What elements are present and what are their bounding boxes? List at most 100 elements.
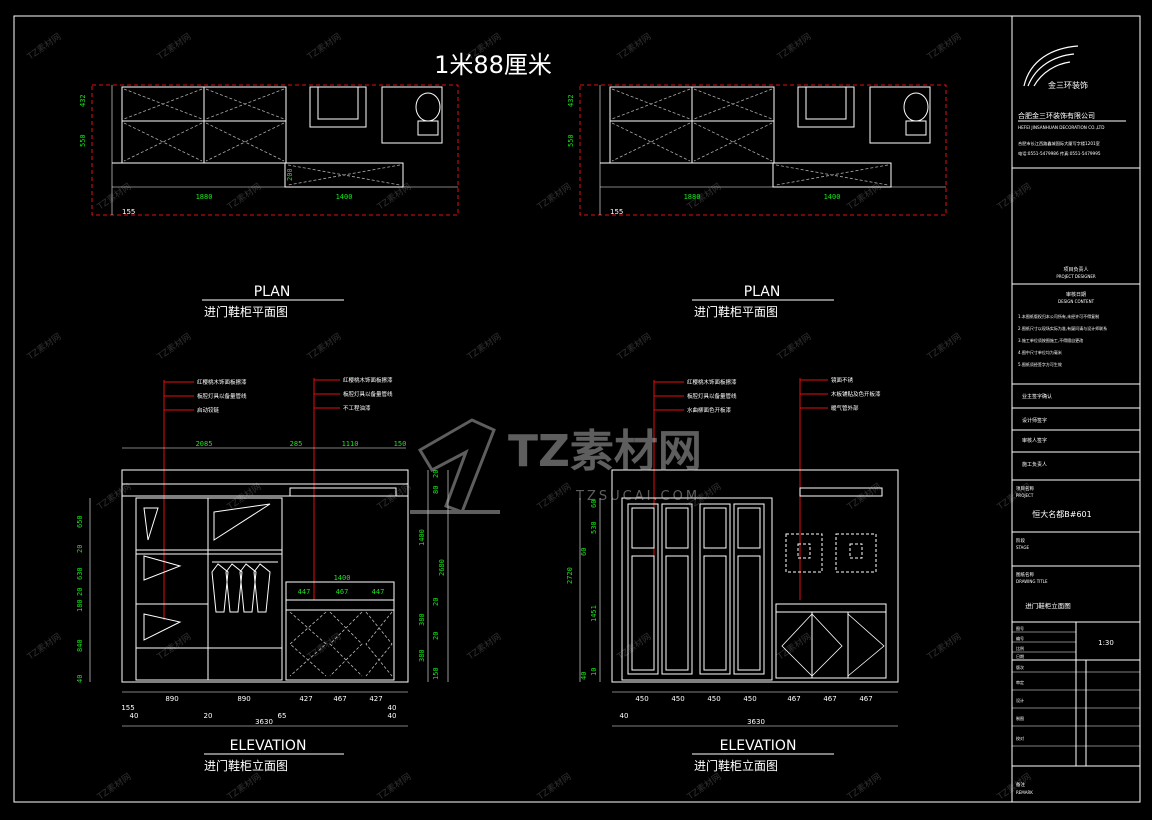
svg-text:20: 20: [432, 470, 440, 478]
svg-text:金三环装饰: 金三环装饰: [1048, 80, 1088, 90]
svg-text:432: 432: [567, 94, 575, 107]
callout-note: 红樱桃木饰面板擦漆: [197, 378, 247, 386]
svg-text:1110: 1110: [342, 440, 359, 448]
svg-text:审定: 审定: [1016, 679, 1024, 685]
svg-text:650: 650: [76, 515, 84, 528]
tz-logo-icon: [417, 418, 496, 514]
svg-text:447: 447: [298, 588, 311, 596]
svg-text:427: 427: [369, 695, 382, 703]
plan-view-right: 432 550 1880 1400 155: [567, 84, 947, 216]
svg-text:2.图纸尺寸以现场实际为准,有疑问请与设计师联系: 2.图纸尺寸以现场实际为准,有疑问请与设计师联系: [1018, 325, 1107, 331]
svg-text:60: 60: [580, 548, 588, 556]
svg-text:40: 40: [580, 672, 588, 680]
plan-right-subtitle: 进门鞋柜平面图: [694, 304, 778, 319]
svg-text:项目负责人: 项目负责人: [1063, 266, 1088, 273]
svg-text:审核日期: 审核日期: [1066, 291, 1086, 298]
svg-text:TZ素材网: TZ素材网: [508, 426, 702, 477]
svg-text:447: 447: [372, 588, 385, 596]
svg-text:450: 450: [671, 695, 684, 703]
svg-text:200: 200: [286, 168, 294, 181]
watermark-stamp: TZ素材网: [534, 180, 573, 213]
watermark-stamp: TZ素材网: [844, 770, 883, 803]
plan-right-label: PLAN: [744, 284, 781, 300]
hanging-clothes: [211, 563, 271, 613]
watermark-stamp: TZ素材网: [374, 180, 413, 213]
scale-value: 1:30: [1098, 639, 1114, 647]
callout-note: 水曲柳面色开板漆: [687, 406, 732, 414]
svg-text:285: 285: [290, 440, 303, 448]
toilet-icon: [903, 92, 929, 122]
svg-text:467: 467: [787, 695, 800, 703]
svg-text:60: 60: [590, 500, 598, 508]
plan-left-label: PLAN: [254, 284, 291, 300]
svg-text:467: 467: [859, 695, 872, 703]
svg-text:阶段: 阶段: [1016, 537, 1025, 544]
watermark-stamp: TZ素材网: [924, 630, 963, 663]
svg-text:467: 467: [823, 695, 836, 703]
svg-text:550: 550: [79, 134, 87, 147]
svg-text:467: 467: [336, 588, 349, 596]
elevation-right-label: ELEVATION: [720, 738, 797, 754]
svg-text:DESIGN CONTENT: DESIGN CONTENT: [1058, 299, 1095, 304]
watermark-stamp: TZ素材网: [464, 630, 503, 663]
watermark-stamp: TZ素材网: [924, 30, 963, 63]
sheet-title: 1米88厘米: [434, 51, 552, 79]
svg-text:40: 40: [130, 712, 139, 720]
elevation-left-label: ELEVATION: [230, 738, 307, 754]
watermark-stamp: TZ素材网: [154, 330, 193, 363]
svg-text:20: 20: [432, 598, 440, 606]
svg-text:40: 40: [76, 675, 84, 683]
svg-text:图号: 图号: [1016, 625, 1024, 631]
elevation-right-subtitle: 进门鞋柜立面图: [694, 758, 778, 773]
svg-text:550: 550: [567, 134, 575, 147]
svg-text:1451: 1451: [590, 605, 598, 622]
svg-text:10: 10: [590, 668, 598, 676]
watermark-stamp: TZ素材网: [374, 770, 413, 803]
svg-text:图纸名称: 图纸名称: [1016, 571, 1034, 578]
sheet-border: [13, 15, 1141, 803]
svg-text:840: 840: [76, 639, 84, 652]
svg-text:2085: 2085: [196, 440, 213, 448]
svg-text:编号: 编号: [1016, 635, 1024, 641]
svg-text:80: 80: [432, 486, 440, 494]
svg-text:2680: 2680: [438, 559, 446, 576]
svg-text:HEFEI JINSANHUAN DECORATION CO: HEFEI JINSANHUAN DECORATION CO.,LTD: [1018, 125, 1104, 130]
svg-text:40: 40: [620, 712, 629, 720]
svg-text:日期: 日期: [1016, 653, 1024, 659]
drawing-title: 进门鞋柜立面图: [1025, 601, 1071, 610]
svg-text:155: 155: [122, 208, 135, 216]
callout-note: 红樱桃木饰面板擦漆: [687, 378, 737, 386]
svg-text:155: 155: [610, 208, 623, 216]
callout-note: 镜面不锈: [831, 376, 854, 384]
svg-text:150: 150: [394, 440, 407, 448]
watermark-stamp: TZ素材网: [614, 30, 653, 63]
watermark-stamp: TZ素材网: [24, 30, 63, 63]
svg-text:REMARK: REMARK: [1016, 790, 1033, 795]
svg-text:1880: 1880: [196, 193, 213, 201]
svg-text:427: 427: [299, 695, 312, 703]
svg-text:PROJECT: PROJECT: [1016, 493, 1034, 498]
svg-text:项目名称: 项目名称: [1016, 485, 1034, 492]
watermark-stamp: TZ素材网: [844, 180, 883, 213]
watermark-stamp: TZ素材网: [774, 30, 813, 63]
svg-text:890: 890: [237, 695, 250, 703]
svg-text:530: 530: [590, 521, 598, 534]
svg-text:380: 380: [418, 649, 426, 662]
svg-text:890: 890: [165, 695, 178, 703]
callout-note: 板腔灯具以备量管线: [687, 392, 737, 400]
callout-note: 木板铺贴及色开板漆: [831, 390, 881, 398]
svg-text:1400: 1400: [334, 574, 351, 582]
svg-text:450: 450: [635, 695, 648, 703]
elevation-view-left: 红樱桃木饰面板擦漆 板腔灯具以备量管线 启动铰链 红樱桃木饰面板擦漆 板腔灯具以…: [76, 376, 449, 727]
watermark-stamp: TZ素材网: [614, 630, 653, 663]
svg-text:制图: 制图: [1016, 715, 1024, 721]
toilet-icon: [415, 92, 441, 122]
svg-text:业主签字确认: 业主签字确认: [1022, 393, 1052, 400]
watermark-stamp: TZ素材网: [304, 630, 343, 663]
svg-text:版次: 版次: [1016, 664, 1024, 670]
svg-text:155: 155: [121, 704, 134, 712]
svg-text:467: 467: [333, 695, 346, 703]
svg-text:设计: 设计: [1016, 697, 1024, 703]
svg-text:2720: 2720: [566, 567, 574, 584]
watermark-stamp: TZ素材网: [154, 30, 193, 63]
